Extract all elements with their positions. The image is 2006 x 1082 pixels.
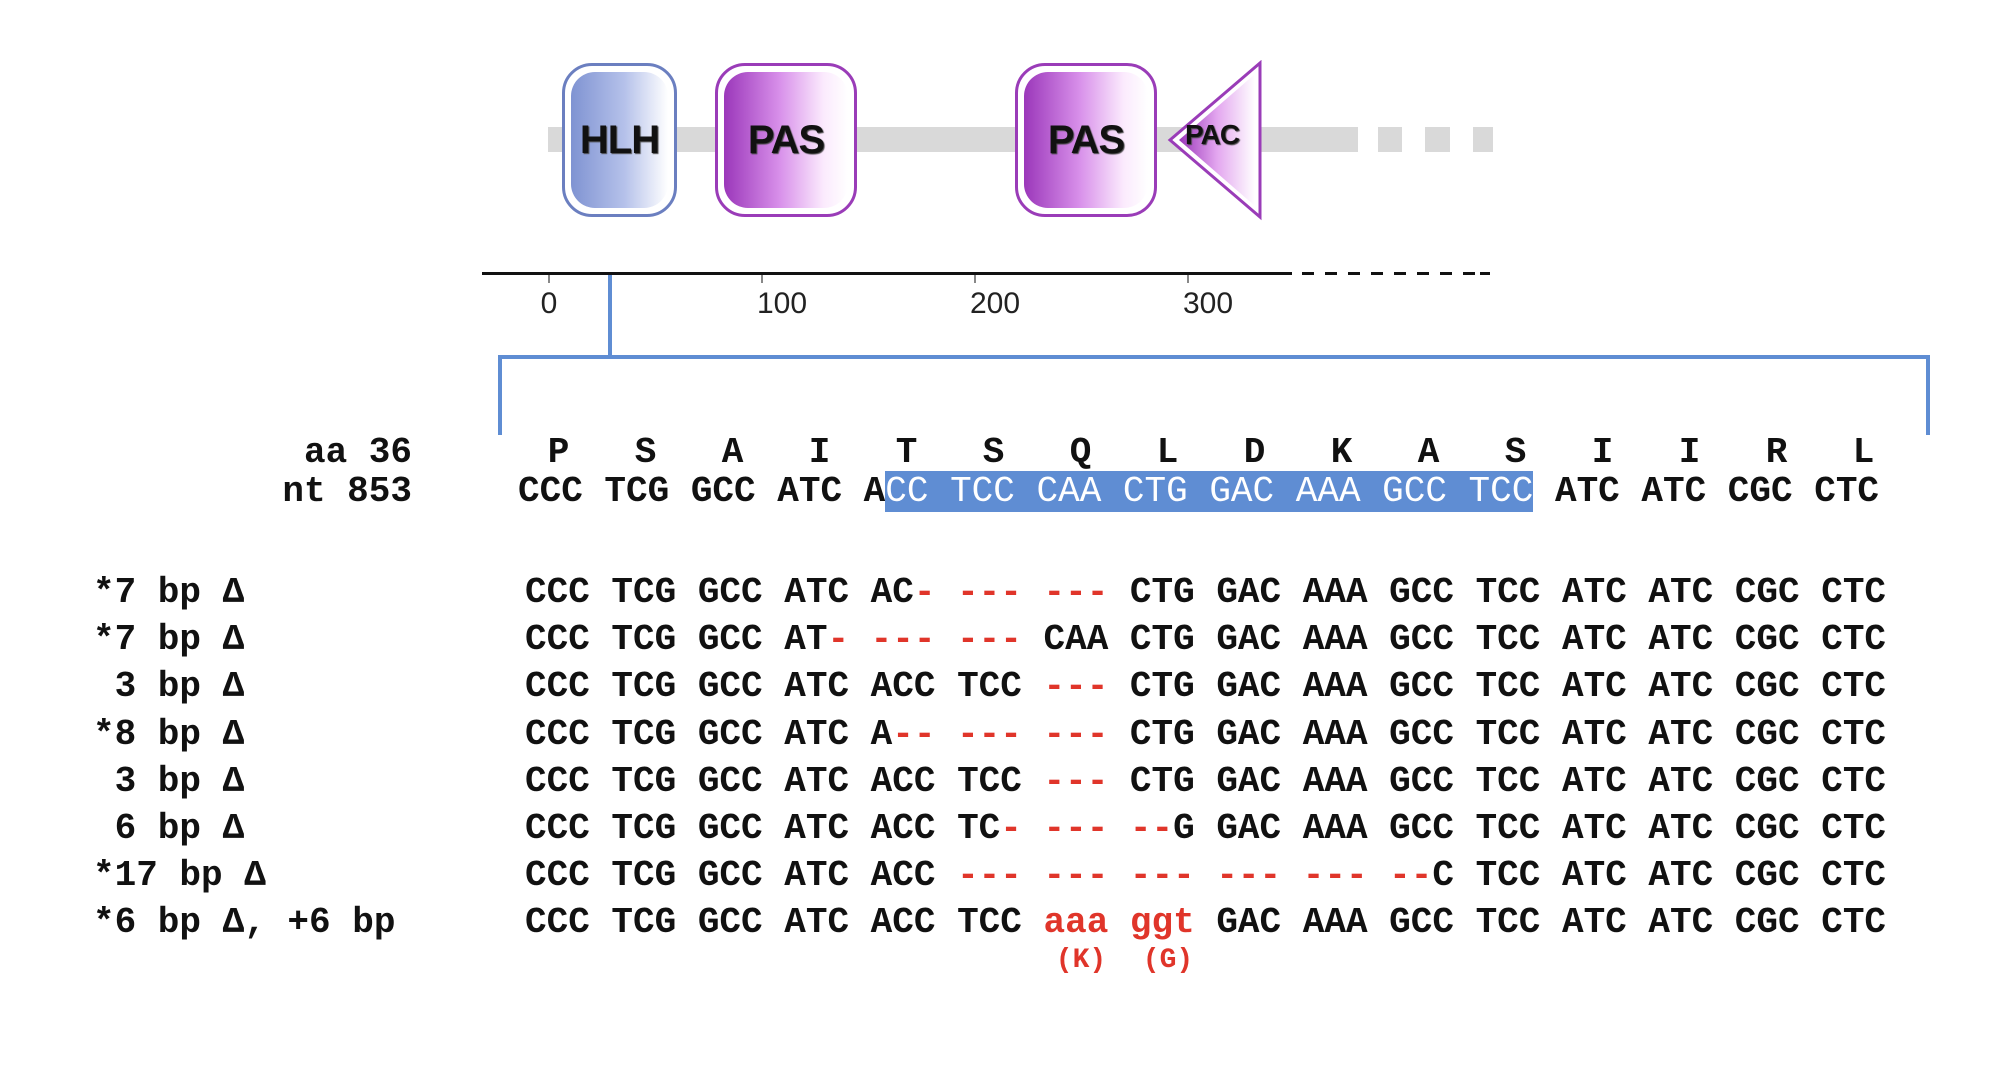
allele-label: *8 bp Δ [93, 713, 245, 755]
allele-label: 6 bp Δ [93, 808, 245, 849]
sequence-segment: GAC AAA GCC TCC ATC ATC CGC CTC [1194, 902, 1887, 944]
pas-domain-1: PAS [715, 63, 857, 217]
bracket-left [498, 355, 502, 435]
nt-before-highlight: CCC TCG GCC ATC A [518, 471, 886, 512]
reference-nt-row: CCC TCG GCC ATC ACC TCC CAA CTG GAC AAA … [518, 471, 1880, 512]
nt-highlighted-target: CC TCC CAA CTG GAC AAA GCC TCC [885, 471, 1534, 512]
amino-acid: A [721, 432, 744, 473]
allele-sequence: CCC TCG GCC ATC AC- --- --- CTG GAC AAA … [525, 573, 1886, 613]
amino-acid: A [1417, 432, 1440, 473]
allele-sequence: CCC TCG GCC ATC ACC TCC aaa ggt GAC AAA … [525, 903, 1886, 943]
pac-domain-label: PAC [1185, 119, 1240, 150]
allele-label: 3 bp Δ [93, 760, 245, 802]
pas-domain-2: PAS [1015, 63, 1157, 217]
mutation-segment: --- --- --- --- --- -- [957, 855, 1433, 897]
amino-acid: P [547, 432, 570, 473]
tick-300 [1187, 275, 1189, 283]
scale-line [482, 272, 1292, 275]
allele-sequence: CCC TCG GCC ATC ACC TCC --- CTG GAC AAA … [525, 760, 1887, 802]
allele-label: *17 bp Δ [93, 855, 266, 897]
scale-dash [1325, 272, 1337, 275]
sequence-segment: CCC TCG GCC ATC ACC TC [525, 808, 1001, 849]
tick-label-200: 200 [969, 287, 1021, 320]
allele-sequence: CCC TCG GCC ATC ACC TCC --- CTG GAC AAA … [525, 667, 1886, 707]
scale-dash [1394, 272, 1406, 275]
allele-sequence: CCC TCG GCC AT- --- --- CAA CTG GAC AAA … [525, 620, 1886, 660]
mutation-segment: -- --- --- [892, 713, 1109, 755]
sequence-segment: CCC TCG GCC AT [525, 619, 828, 661]
mutation-segment: aaa ggt [1043, 902, 1195, 944]
tick-200 [974, 275, 976, 283]
sequence-segment: CCC TCG GCC ATC ACC [525, 855, 958, 897]
allele-sequence: CCC TCG GCC ATC A-- --- --- CTG GAC AAA … [525, 713, 1887, 755]
insert-aa-annotation: (K) [1055, 945, 1107, 977]
sequence-segment: CAA CTG GAC AAA GCC TCC ATC ATC CGC CTC [1021, 619, 1887, 661]
sequence-segment: C TCC ATC ATC CGC CTC [1432, 855, 1887, 897]
sequence-segment: CTG GAC AAA GCC TCC ATC ATC CGC CTC [1108, 572, 1887, 613]
sequence-segment: CTG GAC AAA GCC TCC ATC ATC CGC CTC [1108, 666, 1887, 708]
amino-acid: K [1330, 432, 1353, 473]
mutation-segment: - --- --- [827, 619, 1022, 661]
tick-0 [548, 275, 550, 283]
allele-sequence: CCC TCG GCC ATC ACC TC- --- --G GAC AAA … [525, 809, 1886, 849]
pac-domain [1167, 60, 1262, 221]
amino-acid: S [982, 432, 1005, 473]
hlh-domain: HLH [562, 63, 677, 217]
sequence-segment: CTG GAC AAA GCC TCC ATC ATC CGC CTC [1108, 760, 1887, 802]
pas-domain-1-label: PAS [747, 117, 825, 162]
protein-backbone-dash [1425, 127, 1450, 152]
sequence-segment: CCC TCG GCC ATC ACC TCC [525, 666, 1044, 708]
mutation-segment: - --- --- [913, 572, 1109, 613]
amino-acid: R [1765, 432, 1788, 473]
hlh-domain-label: HLH [579, 117, 660, 162]
amino-acid: L [1852, 432, 1875, 473]
scale-dash [1348, 272, 1360, 275]
sequence-segment: CTG GAC AAA GCC TCC ATC ATC CGC CTC [1108, 713, 1887, 755]
scale-dash [1463, 272, 1475, 275]
amino-acid: I [1591, 432, 1614, 473]
bracket-stem [608, 275, 612, 358]
scale-dash [1440, 272, 1452, 275]
sequence-segment: CCC TCG GCC ATC A [525, 713, 893, 755]
scale-dash [1417, 272, 1429, 275]
amino-acid: Q [1069, 432, 1092, 473]
protein-backbone-dash [1378, 127, 1402, 152]
protein-backbone-dash [1473, 127, 1493, 152]
mutation-segment: --- [1043, 760, 1109, 802]
sequence-segment: CCC TCG GCC ATC ACC TCC [525, 760, 1044, 802]
mutation-segment: --- [1043, 666, 1109, 708]
scale-dash [1371, 272, 1383, 275]
allele-label: 3 bp Δ [93, 666, 245, 708]
nt-position-label: nt 853 [282, 471, 412, 512]
amino-acid: S [634, 432, 657, 473]
tick-100 [761, 275, 763, 283]
tick-label-300: 300 [1182, 287, 1234, 320]
aa-position-label: aa 36 [303, 432, 412, 473]
scale-dash [1302, 272, 1314, 275]
tick-label-0: 0 [540, 287, 558, 320]
sequence-segment: CCC TCG GCC ATC ACC TCC [525, 902, 1044, 944]
tick-label-100: 100 [756, 287, 808, 320]
amino-acid: S [1504, 432, 1527, 473]
amino-acid: D [1243, 432, 1266, 473]
allele-label: *6 bp Δ, +6 bp [93, 902, 396, 944]
pas-domain-2-label: PAS [1047, 117, 1125, 162]
mutation-segment: - --- -- [1000, 808, 1174, 849]
sequence-segment: G GAC AAA GCC TCC ATC ATC CGC CTC [1173, 808, 1887, 849]
sequence-segment: CCC TCG GCC ATC AC [525, 572, 914, 613]
amino-acid: I [1678, 432, 1701, 473]
amino-acid: T [895, 432, 918, 473]
domain-diagram: HLH PAS PAS PAC [0, 0, 2006, 221]
insert-aa-annotation: (G) [1142, 945, 1194, 977]
nt-after-highlight: ATC ATC CGC CTC [1533, 471, 1880, 512]
bracket-top [498, 355, 1930, 359]
allele-label: *7 bp Δ [93, 619, 245, 661]
allele-sequence: CCC TCG GCC ATC ACC --- --- --- --- --- … [525, 856, 1886, 896]
bracket-right [1926, 355, 1930, 435]
scale-dash [1480, 272, 1490, 275]
allele-label: *7 bp Δ [93, 572, 245, 613]
amino-acid: L [1156, 432, 1179, 473]
amino-acid: I [808, 432, 831, 473]
